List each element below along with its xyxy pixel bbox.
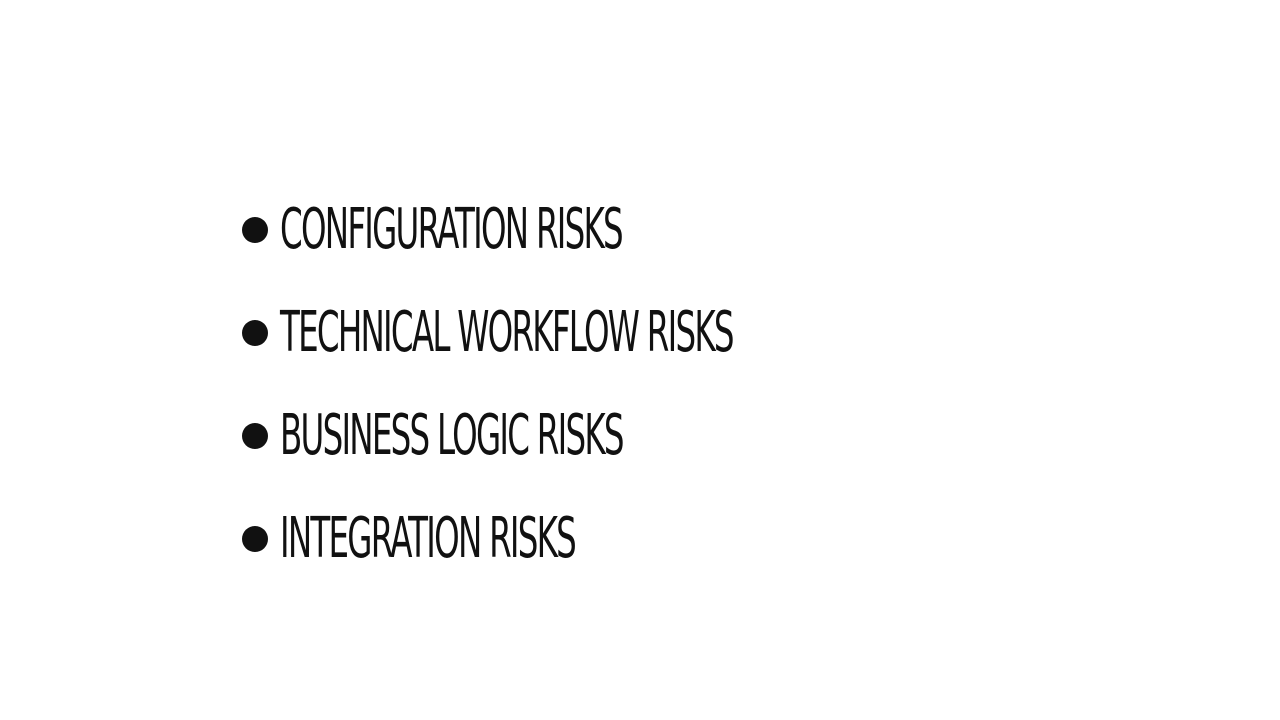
- bullet-dot-icon: [242, 422, 268, 449]
- bullet-text: BUSINESS LOGIC RISKS: [280, 402, 625, 468]
- bullet-item-business-logic: BUSINESS LOGIC RISKS: [242, 384, 1061, 487]
- bullet-list: CONFIGURATION RISKS TECHNICAL WORKFLOW R…: [242, 178, 1061, 590]
- bullet-text: TECHNICAL WORKFLOW RISKS: [280, 299, 734, 365]
- bullet-text: INTEGRATION RISKS: [280, 505, 577, 571]
- bullet-item-configuration: CONFIGURATION RISKS: [242, 178, 1061, 281]
- bullet-text: CONFIGURATION RISKS: [280, 196, 624, 262]
- bullet-dot-icon: [242, 216, 268, 243]
- bullet-dot-icon: [242, 319, 268, 346]
- bullet-item-technical-workflow: TECHNICAL WORKFLOW RISKS: [242, 281, 1061, 384]
- bullet-dot-icon: [242, 525, 268, 552]
- bullet-item-integration: INTEGRATION RISKS: [242, 487, 1061, 590]
